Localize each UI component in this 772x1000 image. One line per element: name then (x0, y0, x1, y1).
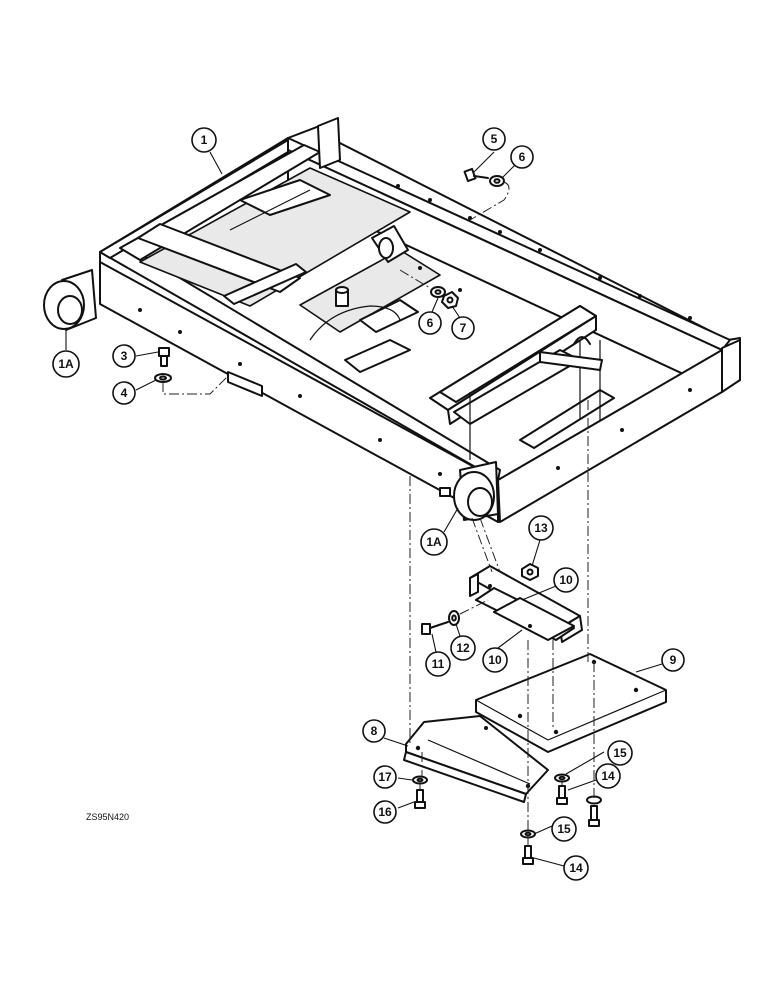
svg-text:8: 8 (371, 724, 378, 738)
svg-text:10: 10 (559, 573, 573, 587)
roller-left (43, 269, 97, 331)
leader-lines (65, 151, 663, 867)
callout-7: 7 (451, 316, 475, 340)
svg-text:13: 13 (534, 521, 548, 535)
svg-text:14: 14 (601, 769, 615, 783)
screw-14-lower (522, 845, 534, 865)
svg-text:11: 11 (432, 657, 445, 671)
callout-9: 9 (661, 648, 685, 672)
callout-15-upper: 15 (607, 740, 633, 766)
frame-holes (138, 184, 692, 476)
svg-text:1A: 1A (426, 535, 442, 549)
svg-text:1: 1 (201, 133, 208, 147)
svg-text:12: 12 (456, 641, 470, 655)
callout-4: 4 (112, 381, 136, 405)
svg-text:9: 9 (670, 653, 677, 667)
nut-13 (521, 563, 539, 581)
callout-6-upper: 6 (510, 145, 534, 169)
svg-text:3: 3 (121, 349, 128, 363)
svg-text:6: 6 (519, 150, 526, 164)
washer-12 (448, 610, 460, 626)
figure-reference-code: ZS95N420 (86, 812, 129, 822)
svg-text:16: 16 (378, 805, 392, 819)
callout-17: 17 (373, 765, 397, 789)
washer-4 (154, 373, 172, 383)
svg-text:17: 17 (378, 770, 392, 784)
svg-text:4: 4 (121, 386, 128, 400)
callout-14-lower: 14 (563, 855, 589, 881)
plate-9 (475, 653, 667, 753)
callout-6-lower: 6 (418, 311, 442, 335)
washer-6-lower (430, 286, 446, 298)
callout-1a-left: 1A (52, 350, 80, 378)
nut-7 (441, 291, 459, 309)
screw-16 (414, 789, 426, 809)
callout-1a-right: 1A (420, 528, 448, 556)
screw-14-upper (556, 785, 568, 805)
main-frame (99, 117, 741, 523)
washer-15-upper (554, 773, 570, 783)
callout-16: 16 (373, 800, 397, 824)
assembly-centerlines (409, 400, 595, 846)
callout-1: 1 (191, 127, 217, 153)
bolt-5 (463, 167, 489, 183)
bolt-11 (421, 621, 449, 635)
callout-11: 11 (425, 651, 451, 677)
svg-text:7: 7 (460, 321, 467, 335)
callout-15-lower: 15 (551, 816, 577, 842)
washer-15-lower (520, 829, 536, 839)
svg-text:14: 14 (569, 861, 583, 875)
roller-right (439, 461, 499, 521)
svg-text:10: 10 (488, 653, 502, 667)
svg-text:15: 15 (557, 822, 571, 836)
callout-10-upper: 10 (553, 567, 579, 593)
washer-17 (412, 775, 428, 785)
svg-text:5: 5 (491, 132, 498, 146)
clamp-bracket-lower (475, 587, 575, 641)
callout-5: 5 (482, 127, 506, 151)
callout-12: 12 (450, 635, 476, 661)
callout-10-lower: 10 (482, 647, 508, 673)
svg-text:1A: 1A (58, 357, 74, 371)
callout-8: 8 (362, 719, 386, 743)
screw-14-right (588, 805, 600, 827)
svg-text:15: 15 (613, 746, 627, 760)
bolt-3 (158, 347, 170, 367)
callout-14-upper: 14 (595, 763, 621, 789)
svg-text:6: 6 (427, 316, 434, 330)
plate-8 (403, 715, 549, 803)
washer-6-upper (489, 175, 505, 187)
callout-13: 13 (528, 515, 554, 541)
callout-3: 3 (112, 344, 136, 368)
